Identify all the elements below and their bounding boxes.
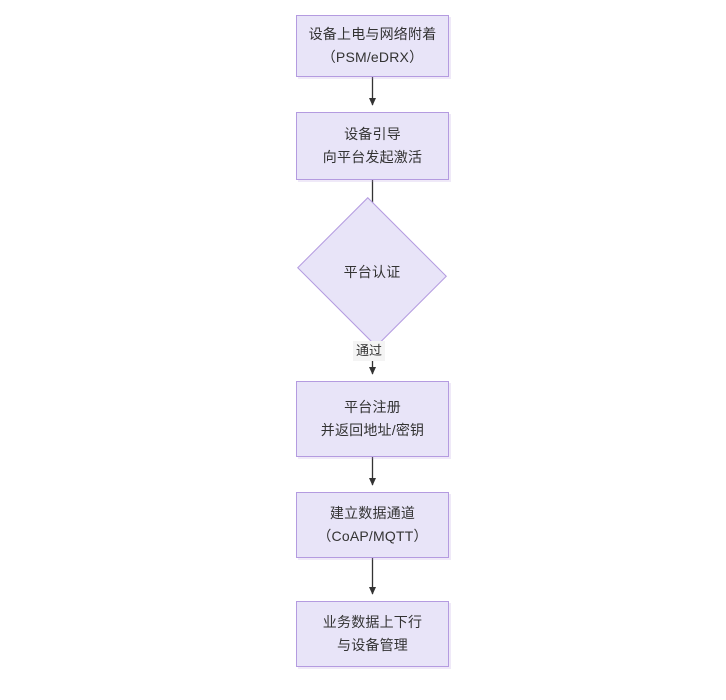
node-label-line: 设备上电与网络附着 — [308, 26, 437, 42]
node-platform-register[interactable]: 平台注册 并返回地址/密钥 — [296, 381, 449, 457]
node-label-line: 平台认证 — [343, 263, 401, 280]
node-label-line: 业务数据上下行 — [322, 614, 423, 630]
node-label-line: （CoAP/MQTT） — [317, 528, 428, 544]
node-device-bootstrap[interactable]: 设备引导 向平台发起激活 — [296, 112, 449, 180]
edge-label-pass: 通过 — [353, 341, 386, 361]
node-label-line: 设备引导 — [344, 126, 401, 142]
node-platform-auth-decision[interactable]: 平台认证 — [297, 197, 447, 347]
node-business-data-management[interactable]: 业务数据上下行 与设备管理 — [296, 601, 449, 667]
node-establish-data-channel[interactable]: 建立数据通道 （CoAP/MQTT） — [296, 492, 449, 558]
node-label-line: 向平台发起激活 — [322, 149, 423, 165]
node-label-line: （PSM/eDRX） — [321, 49, 424, 65]
node-label-line: 建立数据通道 — [329, 505, 416, 521]
node-label-line: 平台注册 — [344, 399, 401, 415]
node-device-power-on[interactable]: 设备上电与网络附着 （PSM/eDRX） — [296, 15, 449, 77]
edge-label-text: 通过 — [356, 343, 383, 358]
node-label-line: 与设备管理 — [337, 637, 408, 653]
node-label-line: 并返回地址/密钥 — [320, 422, 425, 438]
